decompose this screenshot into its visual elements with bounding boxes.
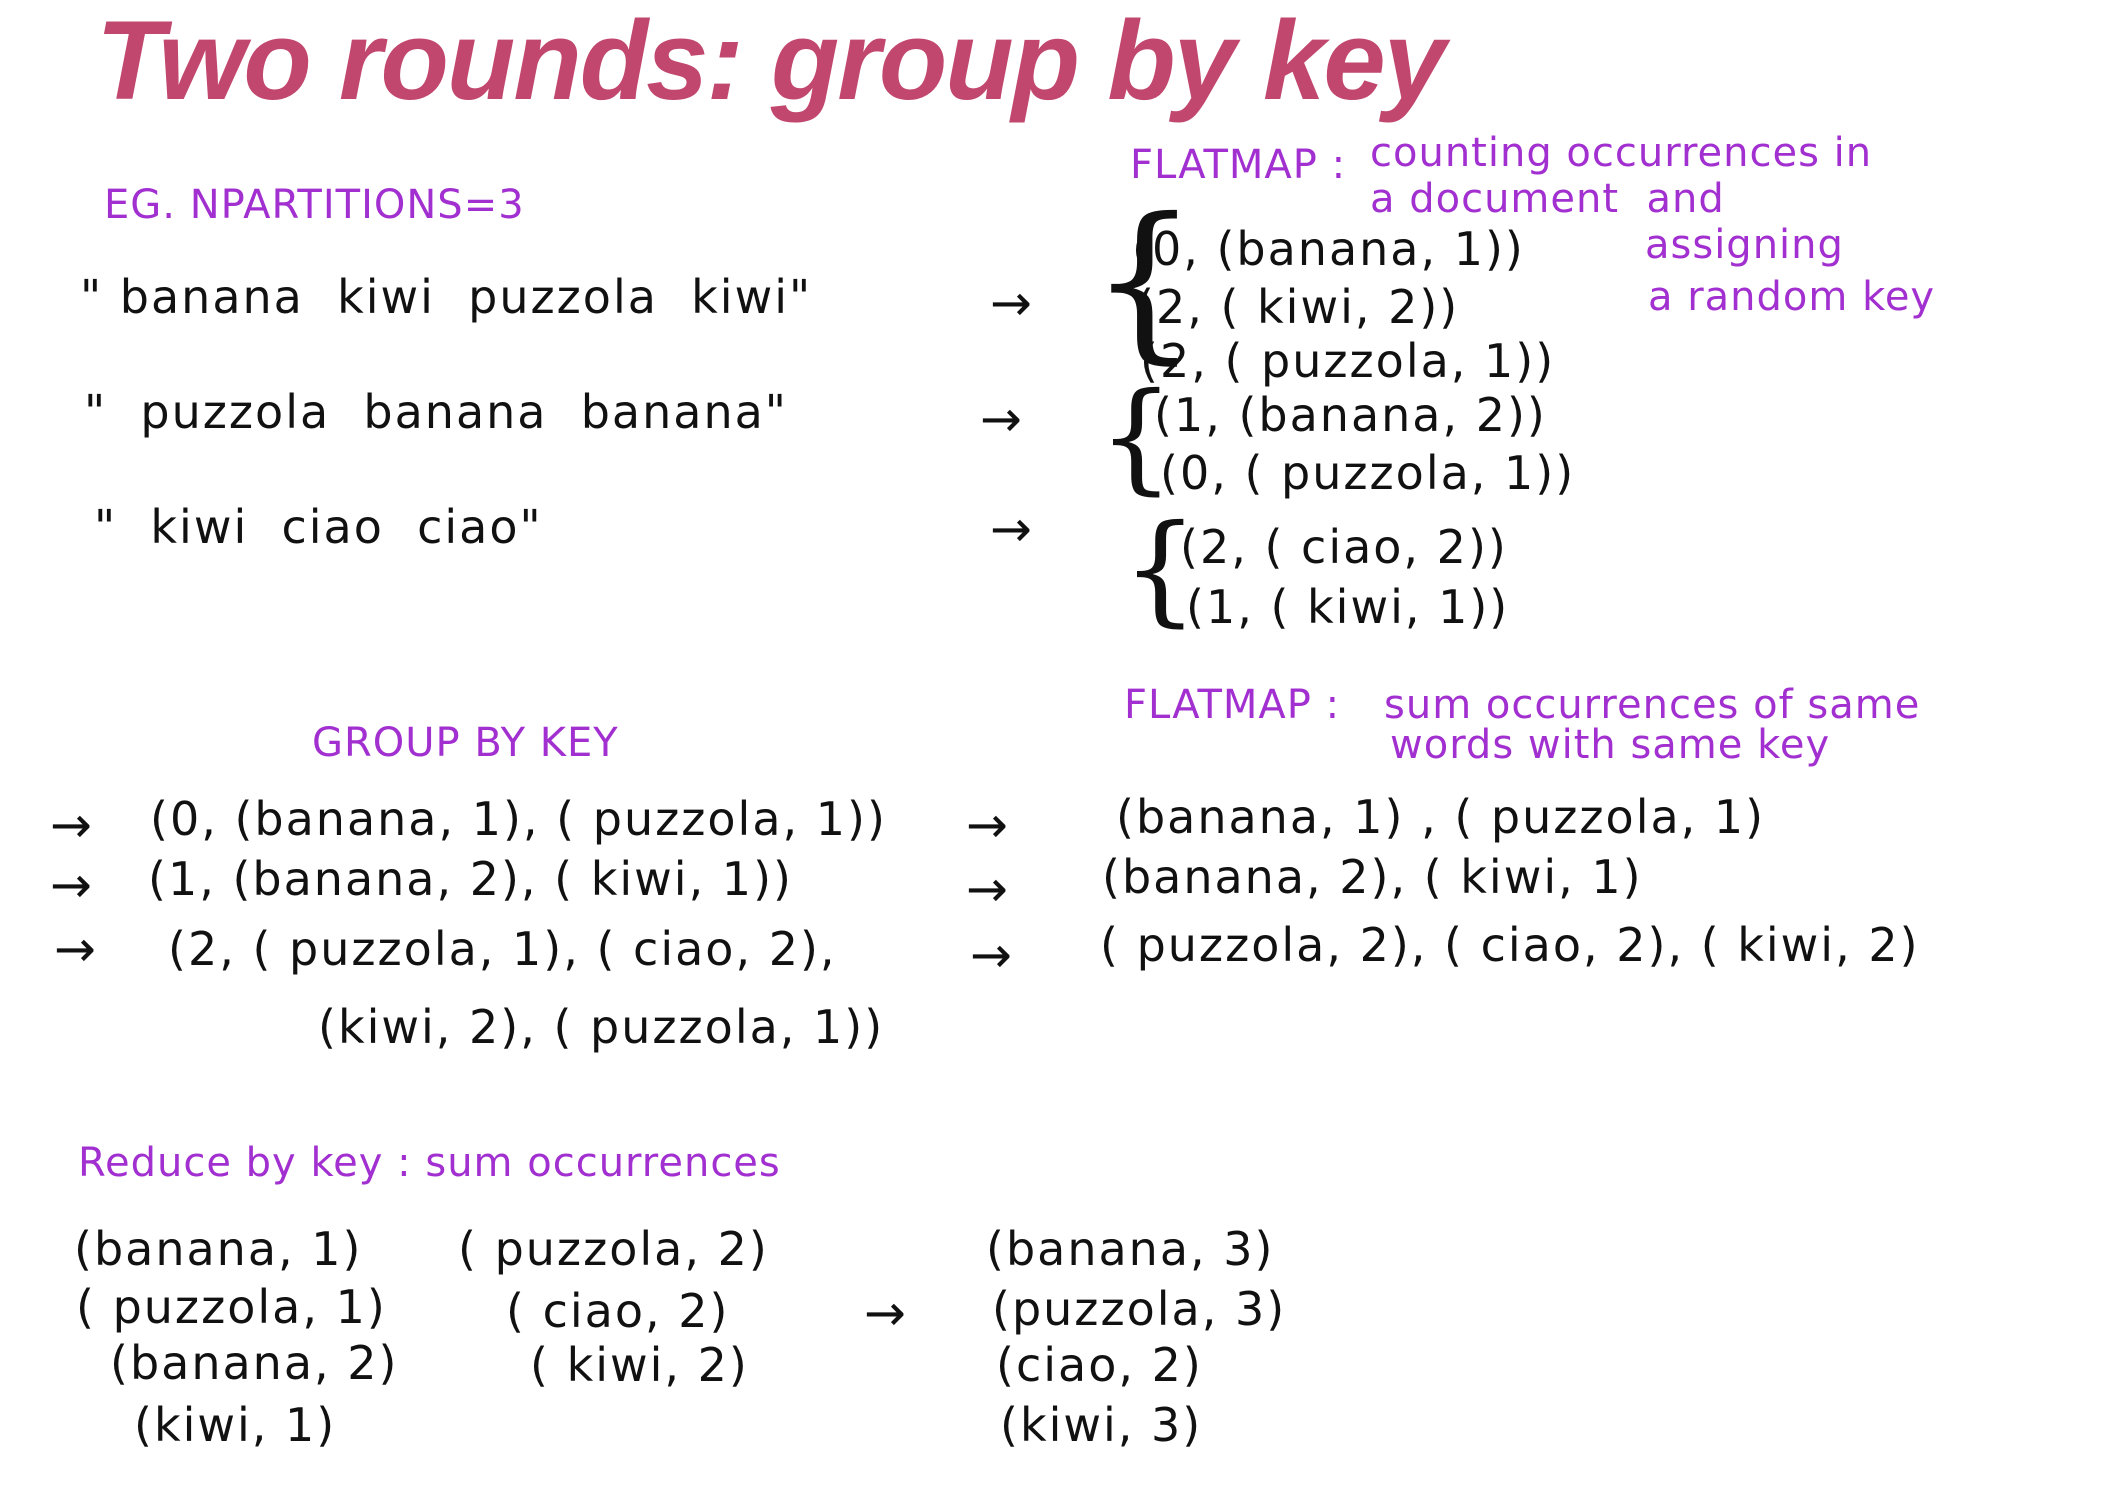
flatmap1-desc-line: assigning [1645, 222, 1844, 268]
reduce-output: (ciao, 2) [996, 1338, 1203, 1392]
document-1: " banana kiwi puzzola kiwi" [80, 270, 813, 324]
reduce-input: (kiwi, 1) [134, 1398, 337, 1452]
reduce-input: (banana, 2) [110, 1336, 399, 1390]
arrow-icon: → [990, 274, 1032, 332]
flatmap1-label: FLATMAP : [1130, 142, 1347, 188]
arrow-icon: → [966, 860, 1008, 918]
summed-row: ( puzzola, 2), ( ciao, 2), ( kiwi, 2) [1100, 918, 1920, 972]
document-2: " puzzola banana banana" [84, 385, 788, 439]
page-title: Two rounds: group by key [96, 0, 1446, 123]
reduce-input: (banana, 1) [74, 1222, 363, 1276]
arrow-icon: → [970, 926, 1012, 984]
reduce-input: ( puzzola, 1) [76, 1280, 387, 1334]
summed-row: (banana, 2), ( kiwi, 1) [1102, 850, 1643, 904]
reduce-input: ( kiwi, 2) [530, 1338, 749, 1392]
reduce-output: (kiwi, 3) [1000, 1398, 1203, 1452]
emitted-pair: (2, ( kiwi, 2)) [1136, 280, 1460, 334]
arrow-icon: → [54, 920, 96, 978]
emitted-pair: (0, ( puzzola, 1)) [1160, 446, 1576, 500]
arrow-icon: → [980, 390, 1022, 448]
grouped-row: (2, ( puzzola, 1), ( ciao, 2), [168, 922, 837, 976]
reduce-by-key-label: Reduce by key : sum occurrences [78, 1140, 781, 1186]
flatmap2-label: FLATMAP : [1124, 682, 1341, 728]
left-brace-icon: { [1122, 500, 1199, 639]
arrow-icon: → [50, 856, 92, 914]
emitted-pair: (1, (banana, 2)) [1154, 388, 1547, 442]
flatmap1-desc-line: a document and [1370, 176, 1725, 222]
reduce-output: (banana, 3) [986, 1222, 1275, 1276]
example-label: EG. NPARTITIONS=3 [104, 182, 525, 228]
reduce-input: ( puzzola, 2) [458, 1222, 769, 1276]
reduce-output: (puzzola, 3) [992, 1282, 1287, 1336]
grouped-row: (1, (banana, 2), ( kiwi, 1)) [148, 852, 793, 906]
document-3: " kiwi ciao ciao" [94, 500, 543, 554]
emitted-pair: (2, ( ciao, 2)) [1180, 520, 1508, 574]
flatmap1-desc-line: a random key [1648, 274, 1936, 320]
grouped-row: (0, (banana, 1), ( puzzola, 1)) [150, 792, 887, 846]
emitted-pair: (0, (banana, 1)) [1132, 222, 1525, 276]
emitted-pair: (1, ( kiwi, 1)) [1186, 580, 1510, 634]
arrow-icon: → [966, 796, 1008, 854]
emitted-pair: (2, ( puzzola, 1)) [1140, 334, 1556, 388]
reduce-input: ( ciao, 2) [506, 1284, 730, 1338]
grouped-row: (kiwi, 2), ( puzzola, 1)) [318, 1000, 885, 1054]
summed-row: (banana, 1) , ( puzzola, 1) [1116, 790, 1766, 844]
flatmap1-desc-line: counting occurrences in [1370, 130, 1873, 176]
arrow-icon: → [990, 500, 1032, 558]
flatmap2-desc-line: sum occurrences of same [1384, 682, 1921, 728]
group-by-key-label: GROUP BY KEY [312, 720, 619, 766]
flatmap2-desc-line: words with same key [1390, 722, 1831, 768]
arrow-icon: → [864, 1284, 906, 1342]
arrow-icon: → [50, 796, 92, 854]
left-brace-icon: { [1090, 182, 1199, 380]
left-brace-icon: { [1098, 368, 1175, 507]
